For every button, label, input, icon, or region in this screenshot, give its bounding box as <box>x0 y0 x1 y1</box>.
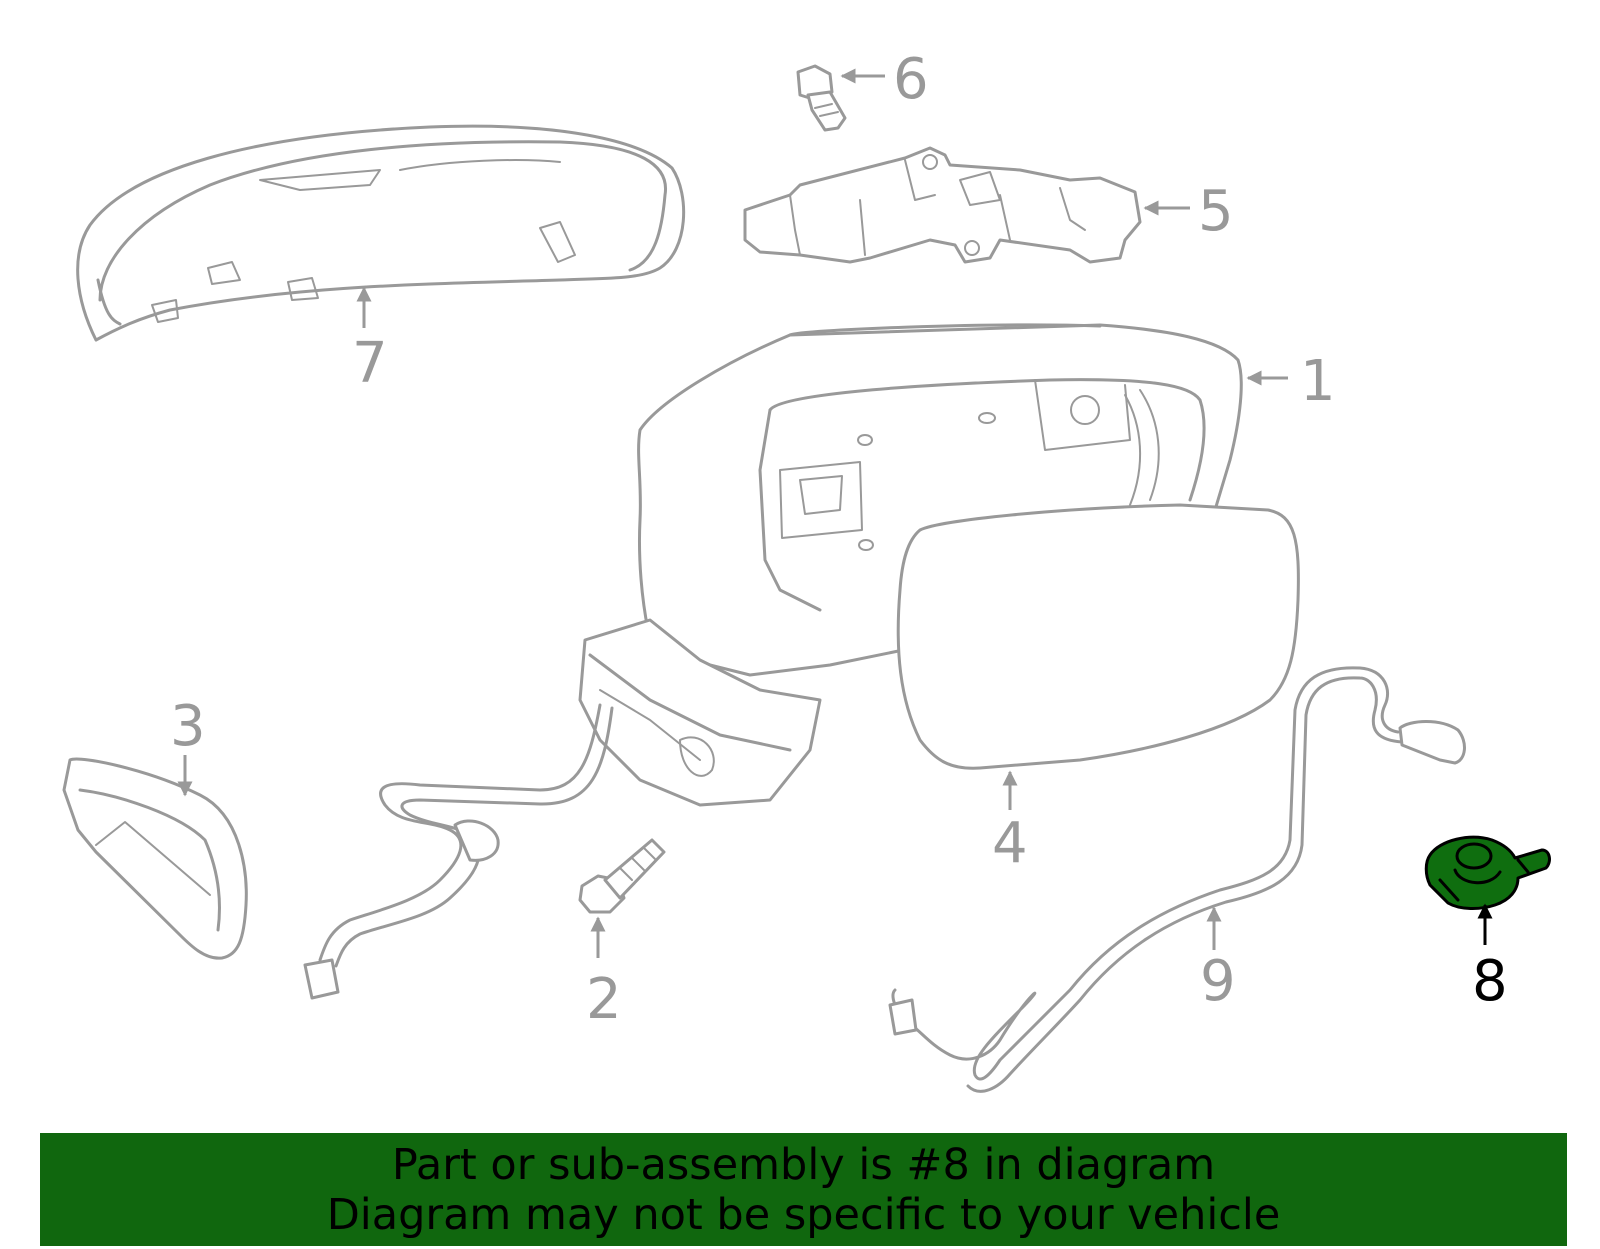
callout-8: 8 <box>1472 949 1508 1014</box>
callout-labels: 1 2 3 4 5 6 7 8 9 <box>170 47 1508 1032</box>
callout-9: 9 <box>1200 949 1236 1014</box>
callout-4: 4 <box>992 811 1028 876</box>
callout-5: 5 <box>1198 179 1234 244</box>
part-5-bracket[interactable] <box>743 146 1142 264</box>
part-3-turn-signal[interactable] <box>62 757 248 960</box>
part-2-bolt[interactable] <box>578 838 666 914</box>
banner-line-1: Part or sub-assembly is #8 in diagram <box>391 1139 1216 1190</box>
callout-1: 1 <box>1300 349 1336 414</box>
banner-line-2: Diagram may not be specific to your vehi… <box>326 1189 1281 1240</box>
callout-2: 2 <box>586 967 622 1032</box>
callout-3: 3 <box>170 694 206 759</box>
part-9-cable[interactable] <box>888 666 1466 1093</box>
part-8-clip-highlighted[interactable] <box>1424 835 1551 910</box>
callout-arrows <box>177 68 1493 958</box>
callout-6: 6 <box>893 47 929 112</box>
notice-banner: Part or sub-assembly is #8 in diagram Di… <box>40 1133 1567 1246</box>
harness-left <box>303 703 614 1000</box>
part-7-mirror-cover[interactable] <box>76 124 686 342</box>
part-4-mirror-glass[interactable] <box>896 503 1300 770</box>
callout-7: 7 <box>352 331 388 396</box>
part-6-bolt[interactable] <box>796 64 847 132</box>
